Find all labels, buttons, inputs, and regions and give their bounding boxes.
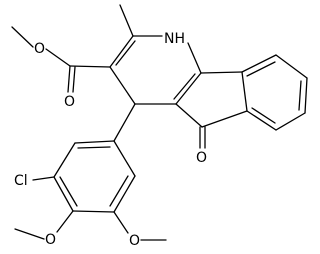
atom-carbonyl-o: O — [64, 94, 75, 110]
bond-aryl-cl — [32, 176, 55, 181]
bond-carbonyl-c3 — [69, 65, 111, 68]
bond-n-c9a — [187, 42, 202, 74]
bond-methyl-ester-o — [11, 26, 34, 48]
bond-aryl-5-inner — [109, 175, 129, 207]
bond-c9a-c4a — [175, 72, 202, 105]
bond-benzo-3 — [275, 54, 308, 79]
atom-methoxy-o-para: O — [45, 232, 56, 248]
bond-aryl-3-inner — [59, 176, 78, 207]
bond-carbonyl-double-1 — [67, 65, 71, 93]
atom-nh: NH — [164, 31, 185, 47]
bond-c2-methyl — [119, 4, 134, 37]
atom-chlorine: Cl — [14, 173, 28, 189]
bond-benzo-4-inner — [298, 80, 302, 111]
bond-aryl-1-inner — [77, 146, 111, 149]
bond-aryl-3 — [53, 176, 74, 212]
bond-benzo-2 — [241, 54, 277, 73]
bond-benzo-5 — [275, 112, 306, 131]
atom-ester-o: O — [34, 41, 45, 57]
bond-benzo-6-inner — [251, 107, 276, 124]
bonds — [11, 4, 308, 241]
bond-benzo-1 — [241, 71, 248, 112]
bond-carbonyl-double-2 — [72, 66, 76, 93]
atom-labels: O O NH O Cl O O — [14, 31, 207, 249]
bond-c3-c2 — [109, 35, 134, 68]
bond-c4-c3 — [109, 66, 136, 105]
bond-aryl-1 — [74, 140, 115, 144]
atom-ketone-o: O — [196, 150, 207, 166]
bond-aryl-o-para — [56, 210, 74, 233]
bond-benzo-2-inner — [246, 61, 276, 77]
bond-c9a-c8a — [200, 71, 243, 74]
molecule-structure: O O NH O Cl O O — [11, 4, 308, 249]
bond-benzo-4 — [304, 77, 308, 114]
bond-ester-o-carbonyl-c — [45, 48, 71, 67]
bond-aryl-o-meta — [113, 211, 129, 234]
bond-c4a-c5 — [175, 103, 203, 128]
bond-aryl-6 — [113, 140, 136, 177]
bond-c4-aryl — [113, 103, 136, 142]
bond-aryl-2 — [53, 142, 76, 178]
bond-c5-c4b — [201, 110, 248, 128]
atom-methoxy-o-meta: O — [129, 233, 140, 249]
bond-benzo-6 — [246, 110, 277, 131]
bond-aryl-5 — [113, 175, 136, 213]
bond-c9a-c4a-inner — [173, 73, 196, 100]
bond-o-para-methyl — [14, 228, 45, 240]
bond-c3-c2-inner — [115, 40, 136, 66]
bond-aryl-4 — [72, 210, 115, 213]
